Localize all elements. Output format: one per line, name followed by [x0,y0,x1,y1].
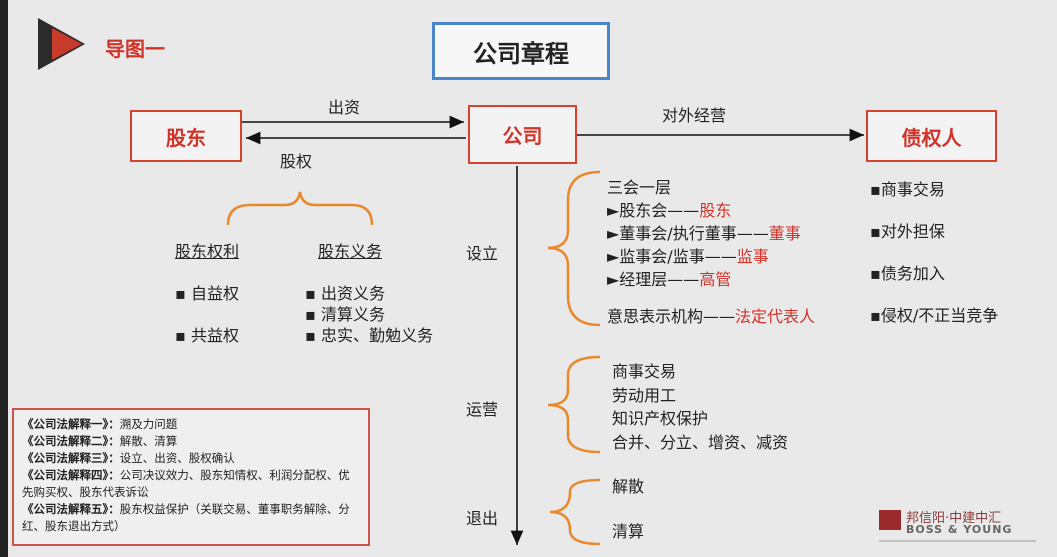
creditor-node: 债权人 [866,110,997,162]
brand-cn: 邦信阳·中建中汇 [906,511,1002,526]
operate-item: 合并、分立、增资、减资 [612,432,789,452]
operate-item: 商事交易 [612,362,677,381]
creditor-item: ▪商事交易 [870,180,945,199]
duties-list: ▪ 出资义务 ▪ 清算义务 ▪ 忠实、勤勉义务 [305,283,433,346]
brand-en: BOSS & YOUNG [906,523,1013,536]
operate-item: 知识产权保护 [612,409,709,428]
setup-item: ►监事会/监事——监事 [607,247,769,266]
duties-title: 股东义务 [318,242,383,261]
setup-head: 三会一层 [607,178,672,197]
equity-label: 股权 [280,152,313,171]
setup-item: ►董事会/执行董事——董事 [607,224,801,243]
operate-item: 劳动用工 [612,385,677,405]
creditor-item: ▪对外担保 [870,222,945,241]
legend-item: 《公司法解释二》：解散、清算 [22,434,178,448]
external-label: 对外经营 [662,106,727,125]
operate-brace [547,355,601,454]
shareholder-node: 股东 [130,110,242,162]
invest-label: 出资 [328,98,361,117]
legend-box: 《公司法解释一》：溯及力问题 《公司法解释二》：解散、清算 《公司法解释三》：设… [12,408,370,546]
setup-brace [547,170,601,327]
right-item: ▪ 自益权 [175,284,239,303]
page-title: 公司章程 [432,22,610,80]
exit-item: 清算 [612,522,645,541]
duty-item: ▪ 清算义务 [305,305,385,324]
company-node: 公司 [468,105,577,164]
right-item: ▪ 共益权 [175,326,239,345]
setup-list: 三会一层 ►股东会——股东 ►董事会/执行董事——董事 ►监事会/监事——监事 … [607,176,801,291]
exit-item: 解散 [612,477,645,496]
stage-setup-label: 设立 [466,244,499,263]
shareholder-brace [226,191,374,226]
exit-brace [549,478,601,546]
legend-item: 《公司法解释五》：股东权益保护（关联交易、董事职务解除、分红、股东退出方式） [22,502,350,533]
duty-item: ▪ 出资义务 [305,284,385,303]
creditor-item: ▪债务加入 [870,264,945,283]
duty-item: ▪ 忠实、勤勉义务 [305,326,433,345]
setup-item: ►经理层——高管 [607,270,732,289]
operate-list: 商事交易 劳动用工 知识产权保护 合并、分立、增资、减资 [612,360,788,454]
rights-title: 股东权利 [175,242,240,261]
slide-label: 导图一 [105,37,165,61]
left-edge [0,0,8,557]
creditor-item: ▪侵权/不正当竞争 [870,306,999,325]
legend-item: 《公司法解释三》：设立、出资、股权确认 [22,451,235,465]
setup-item: ►股东会——股东 [607,201,732,220]
logo-triangle-red [52,28,82,60]
stage-operate-label: 运营 [466,400,499,419]
stage-exit-label: 退出 [466,509,499,528]
setup-agency: 意思表示机构——法定代表人 [607,307,816,326]
brand-logo [879,510,901,530]
legend-item: 《公司法解释一》：溯及力问题 [22,417,178,431]
legend-item: 《公司法解释四》：公司决议效力、股东知情权、利润分配权、优先购买权、股东代表诉讼 [22,468,350,499]
